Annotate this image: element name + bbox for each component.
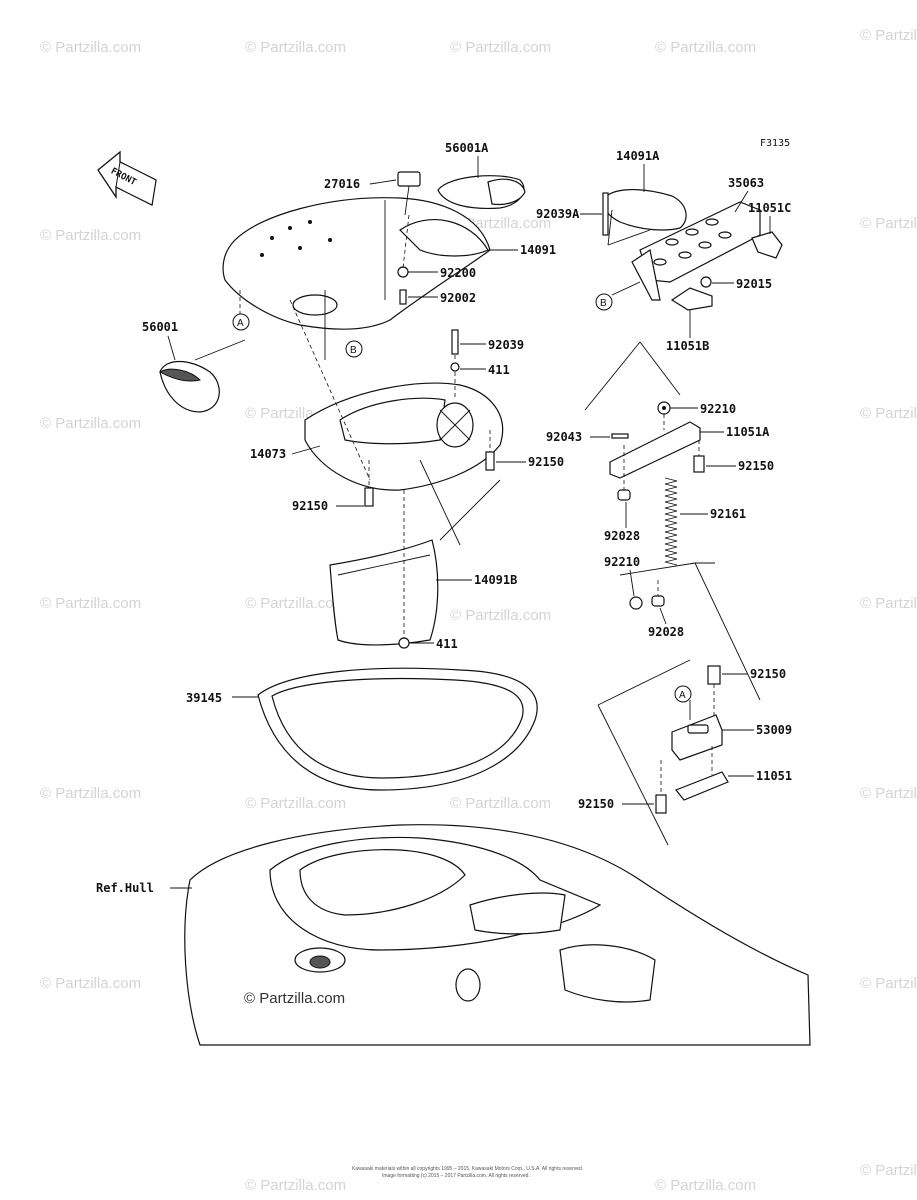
callout-B-left: B (345, 340, 363, 358)
part-label-27016: 27016 (324, 177, 360, 191)
part-label-411-bottom: 411 (436, 637, 458, 651)
grip-56001A-part (437, 175, 526, 210)
watermark: © Partzilla.com (40, 785, 141, 802)
bracket-11051C-part (751, 231, 783, 259)
callout-B-label: B (600, 298, 607, 309)
gasket-39145-part (257, 667, 538, 791)
switch-27016-part (397, 171, 421, 216)
watermark: © Partzilla.com (40, 975, 141, 992)
pin-92043-part (611, 433, 629, 439)
watermark: © Partzilla.com (655, 39, 756, 56)
part-label-92039: 92039 (488, 338, 524, 352)
part-label-14091B: 14091B (474, 573, 517, 587)
watermark: © Partzilla.com (40, 415, 141, 432)
part-label-92039A: 92039A (536, 207, 580, 221)
part-label-11051: 11051 (756, 769, 792, 783)
construction-lines-right (584, 209, 761, 846)
watermark: © Partzilla.com (450, 607, 551, 624)
bracket-11051A-part (609, 421, 701, 479)
watermark: © Partzilla.com (860, 215, 917, 232)
part-label-92150-left: 92150 (292, 499, 328, 513)
grip-56001-part (158, 361, 220, 413)
part-label-92210-top: 92210 (700, 402, 736, 416)
lower-cover-14091B-part (329, 539, 439, 646)
watermark: © Partzilla.com (245, 39, 346, 56)
part-label-ref-hull: Ref.Hull (96, 881, 154, 895)
callout-B-right: B (595, 293, 613, 311)
collar-92028-top-part (617, 489, 631, 501)
watermark: © Partzilla.com (655, 1177, 756, 1194)
part-label-11051B: 11051B (666, 339, 709, 353)
part-label-92002: 92002 (440, 291, 476, 305)
collar-92028-bottom-part (651, 595, 665, 607)
mid-cover-14073-part (304, 382, 504, 491)
part-label-53009: 53009 (756, 723, 792, 737)
watermark: © Partzilla.com (245, 795, 346, 812)
bolt-92150-latch-part (707, 665, 721, 685)
part-label-92161: 92161 (710, 507, 746, 521)
watermark: © Partzilla.com (450, 39, 551, 56)
watermark: © Partzilla.com (860, 785, 917, 802)
part-label-92150-mid: 92150 (528, 455, 564, 469)
part-label-92150-bottom: 92150 (578, 797, 614, 811)
part-label-14091A: 14091A (616, 149, 660, 163)
latch-53009-part (671, 714, 723, 761)
part-label-411-top: 411 (488, 363, 510, 377)
diagram-code: F3135 (760, 138, 790, 149)
footer-copyright-line2: Image formatting (c) 2015 – 2017 Partzil… (382, 1173, 530, 1179)
callout-A-left: A (232, 313, 250, 331)
partzilla-logo: © Partzilla.com (244, 990, 345, 1007)
part-label-56001A: 56001A (445, 141, 489, 155)
pin-92039A-part (602, 192, 609, 236)
watermark: © Partzilla.com (860, 27, 917, 44)
watermark: © Partzilla.com (450, 795, 551, 812)
washer-hole (662, 406, 666, 410)
spring-92161-part (664, 477, 678, 566)
callout-A-label: A (237, 318, 244, 329)
callout-A-right: A (674, 685, 692, 703)
upper-cover-part (222, 197, 491, 330)
part-label-92200: 92200 (440, 266, 476, 280)
partzilla-logo-text: © Partzilla.com (244, 990, 345, 1007)
part-label-92150-right: 92150 (738, 459, 774, 473)
part-label-92028-bottom: 92028 (648, 625, 684, 639)
part-label-56001: 56001 (142, 320, 178, 334)
watermark: © Partzilla.com (860, 595, 917, 612)
callout-A-label: A (679, 690, 686, 701)
construction-lines-left (194, 200, 501, 638)
watermark: © Partzilla.com (860, 405, 917, 422)
part-label-92150-latch: 92150 (750, 667, 786, 681)
callout-B-label: B (350, 345, 357, 356)
watermark: © Partzilla.com (40, 39, 141, 56)
hull-reference-part (184, 824, 811, 1046)
watermark: © Partzilla.com (245, 595, 346, 612)
watermark: © Partzilla.com (860, 1162, 917, 1179)
front-arrow-icon: FRONT (97, 150, 157, 206)
part-label-92028-top: 92028 (604, 529, 640, 543)
watermark: © Partzilla.com (40, 595, 141, 612)
washer-92210-bottom-part (629, 596, 643, 610)
part-label-11051A: 11051A (726, 425, 770, 439)
watermark: © Partzilla.com (40, 227, 141, 244)
pad-14091A-part (603, 189, 687, 231)
watermark: © Partzilla.com (245, 1177, 346, 1194)
watermark: © Partzilla.com (860, 975, 917, 992)
part-label-39145: 39145 (186, 691, 222, 705)
part-label-92210-bottom: 92210 (604, 555, 640, 569)
bracket-11051-part (675, 771, 729, 801)
bolt-92150-bottom-part (655, 794, 667, 814)
part-label-11051C: 11051C (748, 201, 791, 215)
nut-92015-part (700, 276, 712, 288)
part-label-92015: 92015 (736, 277, 772, 291)
fasteners-left (364, 266, 495, 649)
part-label-35063: 35063 (728, 176, 764, 190)
part-label-14073: 14073 (250, 447, 286, 461)
bolt-92150-right-part (693, 455, 705, 473)
part-label-92043: 92043 (546, 430, 582, 444)
footer-copyright-line1: Kawasaki materials within all copyrights… (352, 1166, 583, 1172)
bracket-11051B-part (670, 287, 713, 311)
part-label-14091: 14091 (520, 243, 556, 257)
